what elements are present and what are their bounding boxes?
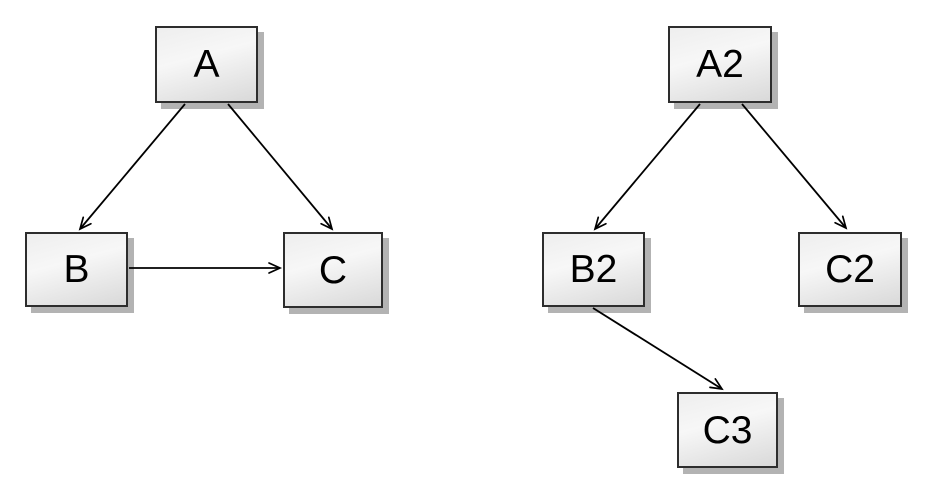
node-label-A: A bbox=[193, 43, 220, 86]
node-label-B2: B2 bbox=[569, 248, 618, 291]
node-label-A2: A2 bbox=[696, 43, 744, 86]
node-label-C3: C3 bbox=[702, 408, 753, 452]
node-B2: B2 bbox=[542, 232, 645, 307]
node-A2: A2 bbox=[668, 26, 772, 103]
node-label-B: B bbox=[63, 248, 90, 291]
node-label-C: C bbox=[318, 248, 348, 292]
node-C2: C2 bbox=[798, 232, 902, 307]
node-B: B bbox=[25, 232, 128, 307]
node-C3: C3 bbox=[677, 392, 778, 468]
node-A: A bbox=[155, 26, 258, 103]
node-label-C2: C2 bbox=[825, 248, 875, 291]
node-C: C bbox=[283, 232, 383, 308]
